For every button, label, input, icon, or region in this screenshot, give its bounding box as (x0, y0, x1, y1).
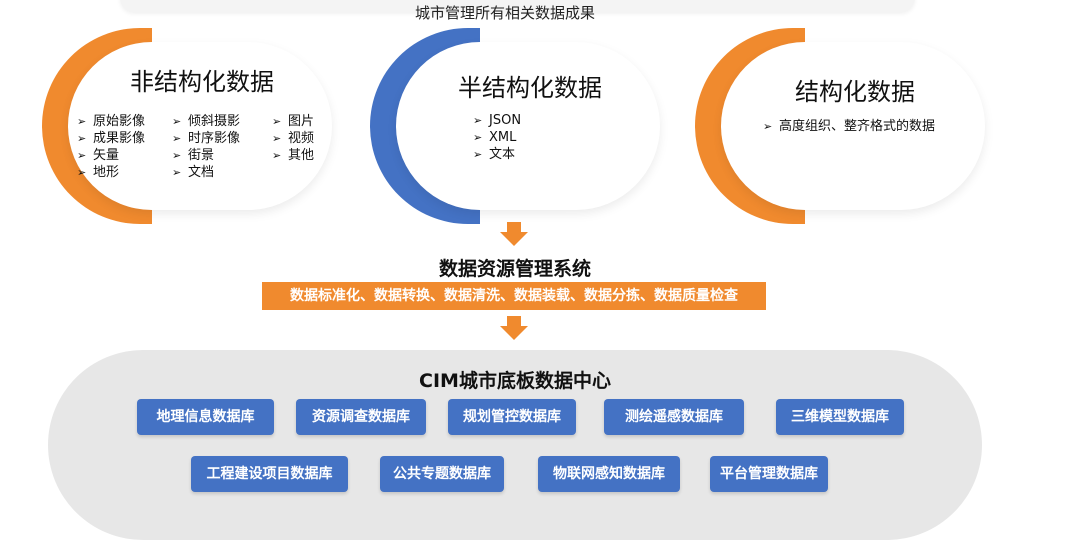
database-button[interactable]: 公共专题数据库 (380, 456, 504, 492)
bullet-marker-icon: ➢ (77, 166, 87, 179)
bullet-marker-icon: ➢ (172, 149, 182, 162)
bullet-label: 成果影像 (93, 131, 146, 146)
bullet-item: ➢ 高度组织、整齐格式的数据 (763, 118, 935, 135)
bullet-marker-icon: ➢ (272, 149, 282, 162)
bullet-label: XML (489, 130, 517, 145)
bullet-marker-icon: ➢ (272, 132, 282, 145)
bullet-item: ➢ 地形 (77, 164, 145, 181)
bullet-item: ➢ 时序影像 (172, 130, 240, 147)
bullet-label: 原始影像 (93, 114, 146, 129)
bullet-marker-icon: ➢ (763, 120, 773, 133)
bullet-label: 其他 (288, 148, 315, 163)
bullet-item: ➢ 原始影像 (77, 113, 145, 130)
bullet-column: ➢ 高度组织、整齐格式的数据 (763, 118, 935, 135)
bullet-marker-icon: ➢ (172, 166, 182, 179)
category-panel (396, 42, 660, 210)
bullet-marker-icon: ➢ (272, 115, 282, 128)
bullet-label: 倾斜摄影 (188, 114, 241, 129)
process-bar: 数据标准化、数据转换、数据清洗、数据装载、数据分拣、数据质量检查 (262, 282, 766, 310)
bullet-label: JSON (489, 113, 522, 128)
bullet-item: ➢ 街景 (172, 147, 240, 164)
bullet-label: 图片 (288, 114, 315, 129)
database-button[interactable]: 平台管理数据库 (710, 456, 828, 492)
bullet-marker-icon: ➢ (172, 132, 182, 145)
arrow-stem (507, 316, 521, 326)
bullet-item: ➢ 矢量 (77, 147, 145, 164)
bullet-label: 视频 (288, 131, 315, 146)
database-button[interactable]: 工程建设项目数据库 (191, 456, 348, 492)
database-button[interactable]: 三维模型数据库 (776, 399, 904, 435)
category-title: 半结构化数据 (458, 74, 602, 102)
database-button[interactable]: 资源调查数据库 (296, 399, 426, 435)
bullet-label: 文本 (489, 147, 516, 162)
bullet-marker-icon: ➢ (473, 131, 483, 144)
bullet-label: 文档 (188, 165, 215, 180)
bullet-item: ➢ 视频 (272, 130, 314, 147)
category-unstructured: 非结构化数据 ➢ 原始影像 ➢ 成果影像 ➢ 矢量 ➢ 地形 ➢ 倾斜摄影 ➢ 时序影像 ➢… (42, 28, 332, 224)
arrow-stem (507, 222, 521, 232)
bullet-marker-icon: ➢ (473, 114, 483, 127)
top-caption-bar (120, 0, 915, 12)
bullet-label: 街景 (188, 148, 215, 163)
arrow-head (500, 232, 528, 246)
bullet-item: ➢ 文本 (473, 146, 521, 163)
bullet-item: ➢ 成果影像 (77, 130, 145, 147)
bullet-column: ➢ JSON ➢ XML ➢ 文本 (473, 112, 521, 163)
bullet-marker-icon: ➢ (77, 115, 87, 128)
database-button[interactable]: 测绘遥感数据库 (604, 399, 744, 435)
system-title: 数据资源管理系统 (438, 258, 591, 280)
bullet-column: ➢ 倾斜摄影 ➢ 时序影像 ➢ 街景 ➢ 文档 (172, 113, 240, 181)
database-button[interactable]: 物联网感知数据库 (538, 456, 680, 492)
category-semi-structured: 半结构化数据 ➢ JSON ➢ XML ➢ 文本 (370, 28, 660, 224)
category-title: 结构化数据 (795, 78, 915, 106)
database-button[interactable]: 地理信息数据库 (137, 399, 274, 435)
bullet-marker-icon: ➢ (172, 115, 182, 128)
data-center-title: CIM城市底板数据中心 (419, 370, 611, 392)
bullet-item: ➢ XML (473, 129, 521, 146)
bullet-label: 矢量 (93, 148, 120, 163)
bullet-item: ➢ 文档 (172, 164, 240, 181)
category-panel (721, 42, 985, 210)
bullet-item: ➢ 图片 (272, 113, 314, 130)
bullet-label: 地形 (93, 165, 120, 180)
database-button[interactable]: 规划管控数据库 (448, 399, 576, 435)
category-structured: 结构化数据 ➢ 高度组织、整齐格式的数据 (695, 28, 985, 224)
bullet-item: ➢ 倾斜摄影 (172, 113, 240, 130)
data-center-panel (48, 350, 982, 540)
bullet-item: ➢ 其他 (272, 147, 314, 164)
bullet-column: ➢ 图片 ➢ 视频 ➢ 其他 (272, 113, 314, 164)
bullet-column: ➢ 原始影像 ➢ 成果影像 ➢ 矢量 ➢ 地形 (77, 113, 145, 181)
bullet-item: ➢ JSON (473, 112, 521, 129)
bullet-marker-icon: ➢ (473, 148, 483, 161)
bullet-label: 时序影像 (188, 131, 241, 146)
category-title: 非结构化数据 (130, 68, 274, 96)
top-caption: 城市管理所有相关数据成果 (414, 4, 595, 22)
bullet-label: 高度组织、整齐格式的数据 (779, 119, 936, 134)
category-panel (68, 42, 332, 210)
bullet-marker-icon: ➢ (77, 132, 87, 145)
arrow-head (500, 326, 528, 340)
bullet-marker-icon: ➢ (77, 149, 87, 162)
